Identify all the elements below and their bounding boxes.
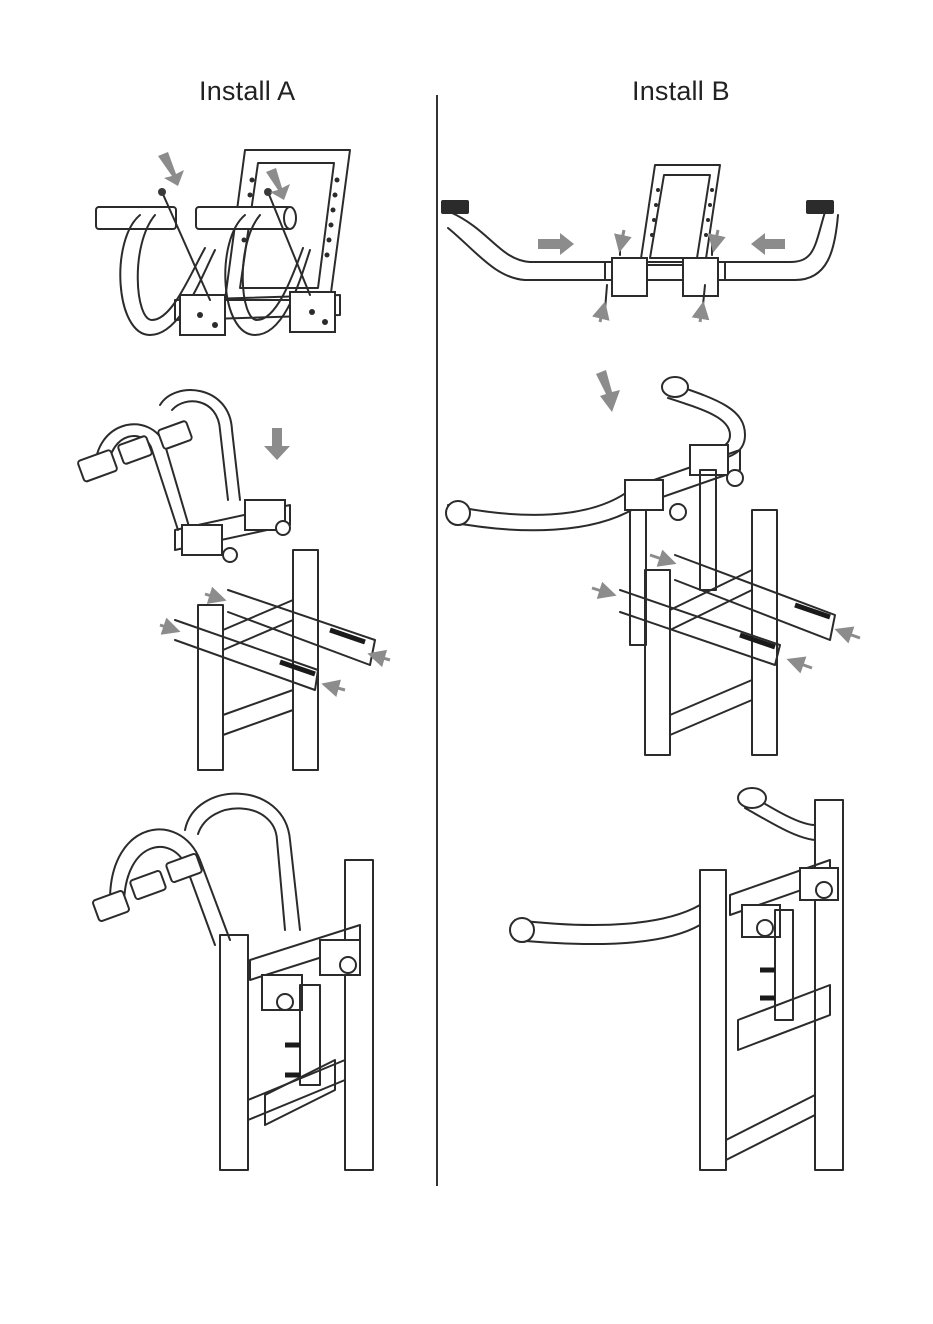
install-a-step-1-diagram [96,150,350,335]
install-a-step-2-diagram [77,390,390,770]
install-b-step-3-diagram [510,788,843,1170]
install-b-step-1-diagram [441,165,838,322]
install-a-step-3-diagram [92,794,373,1170]
install-b-step-2-diagram [446,370,860,755]
